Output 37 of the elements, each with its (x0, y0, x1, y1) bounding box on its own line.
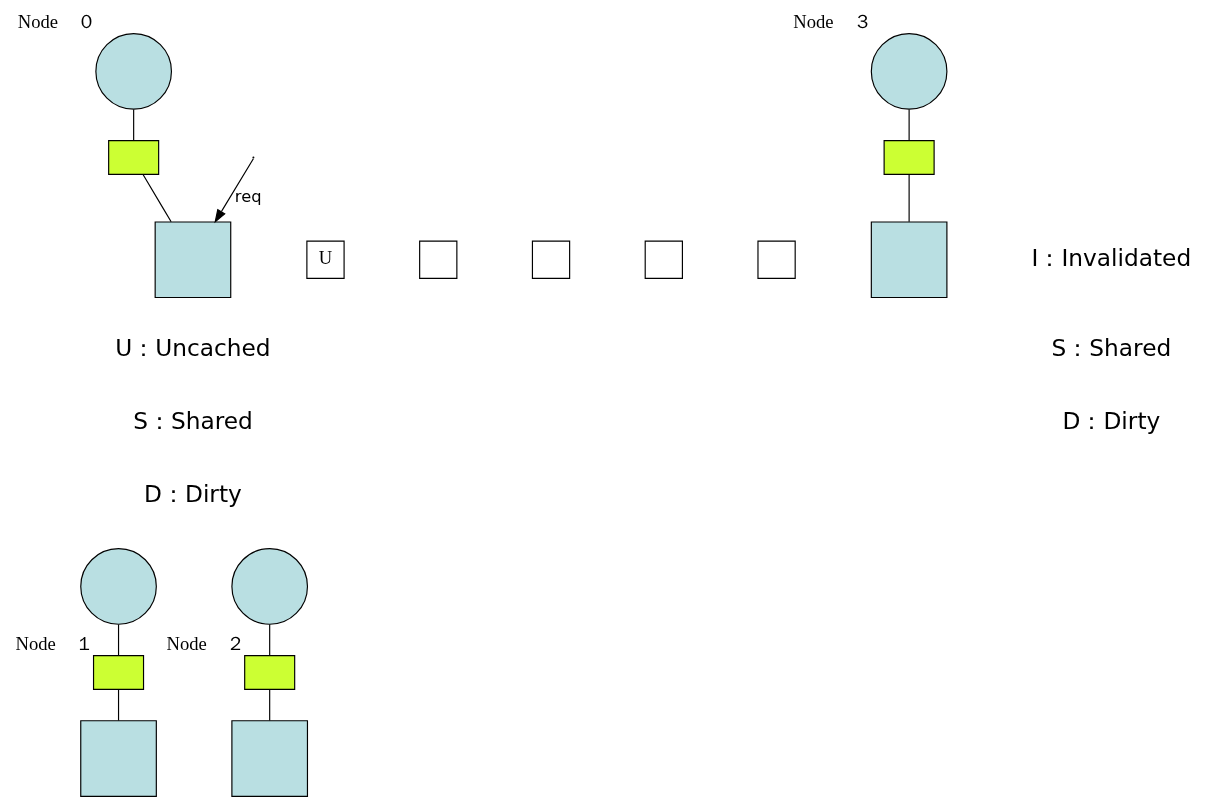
connector (268, 688, 270, 722)
node-box (154, 221, 231, 299)
arrow (213, 158, 254, 224)
label: S：Shared (132, 406, 253, 434)
node-box (883, 140, 935, 175)
node-box (107, 140, 159, 175)
node-box (531, 240, 570, 279)
connector (117, 624, 119, 657)
node-label: Node ２ (166, 632, 245, 654)
connector (908, 174, 910, 223)
connector (268, 624, 270, 657)
connector (142, 174, 172, 223)
edge-label: req (234, 187, 262, 207)
node-label: Node １ (14, 632, 94, 654)
connector (117, 688, 119, 722)
node-box (418, 240, 457, 279)
connector (908, 108, 910, 142)
node-box (92, 655, 144, 690)
node-box (870, 221, 947, 299)
node-box (79, 720, 157, 797)
node-circle (230, 548, 308, 625)
node-circle (94, 33, 172, 110)
node-box: U (305, 240, 345, 279)
label: S：Shared (1051, 333, 1171, 361)
label: U：Uncached (114, 333, 271, 361)
label: I：Invalidated (1031, 243, 1191, 271)
node-box (243, 655, 295, 690)
node-label: Node ３ (792, 10, 872, 32)
node-label: Node ０ (17, 10, 96, 32)
label: D：Dirty (1062, 406, 1160, 434)
node-box (644, 240, 683, 279)
connector (132, 108, 134, 142)
node-circle (870, 33, 947, 110)
node-box (230, 720, 308, 797)
node-box (756, 240, 796, 279)
node-circle (79, 548, 157, 625)
label: D：Dirty (143, 480, 242, 508)
